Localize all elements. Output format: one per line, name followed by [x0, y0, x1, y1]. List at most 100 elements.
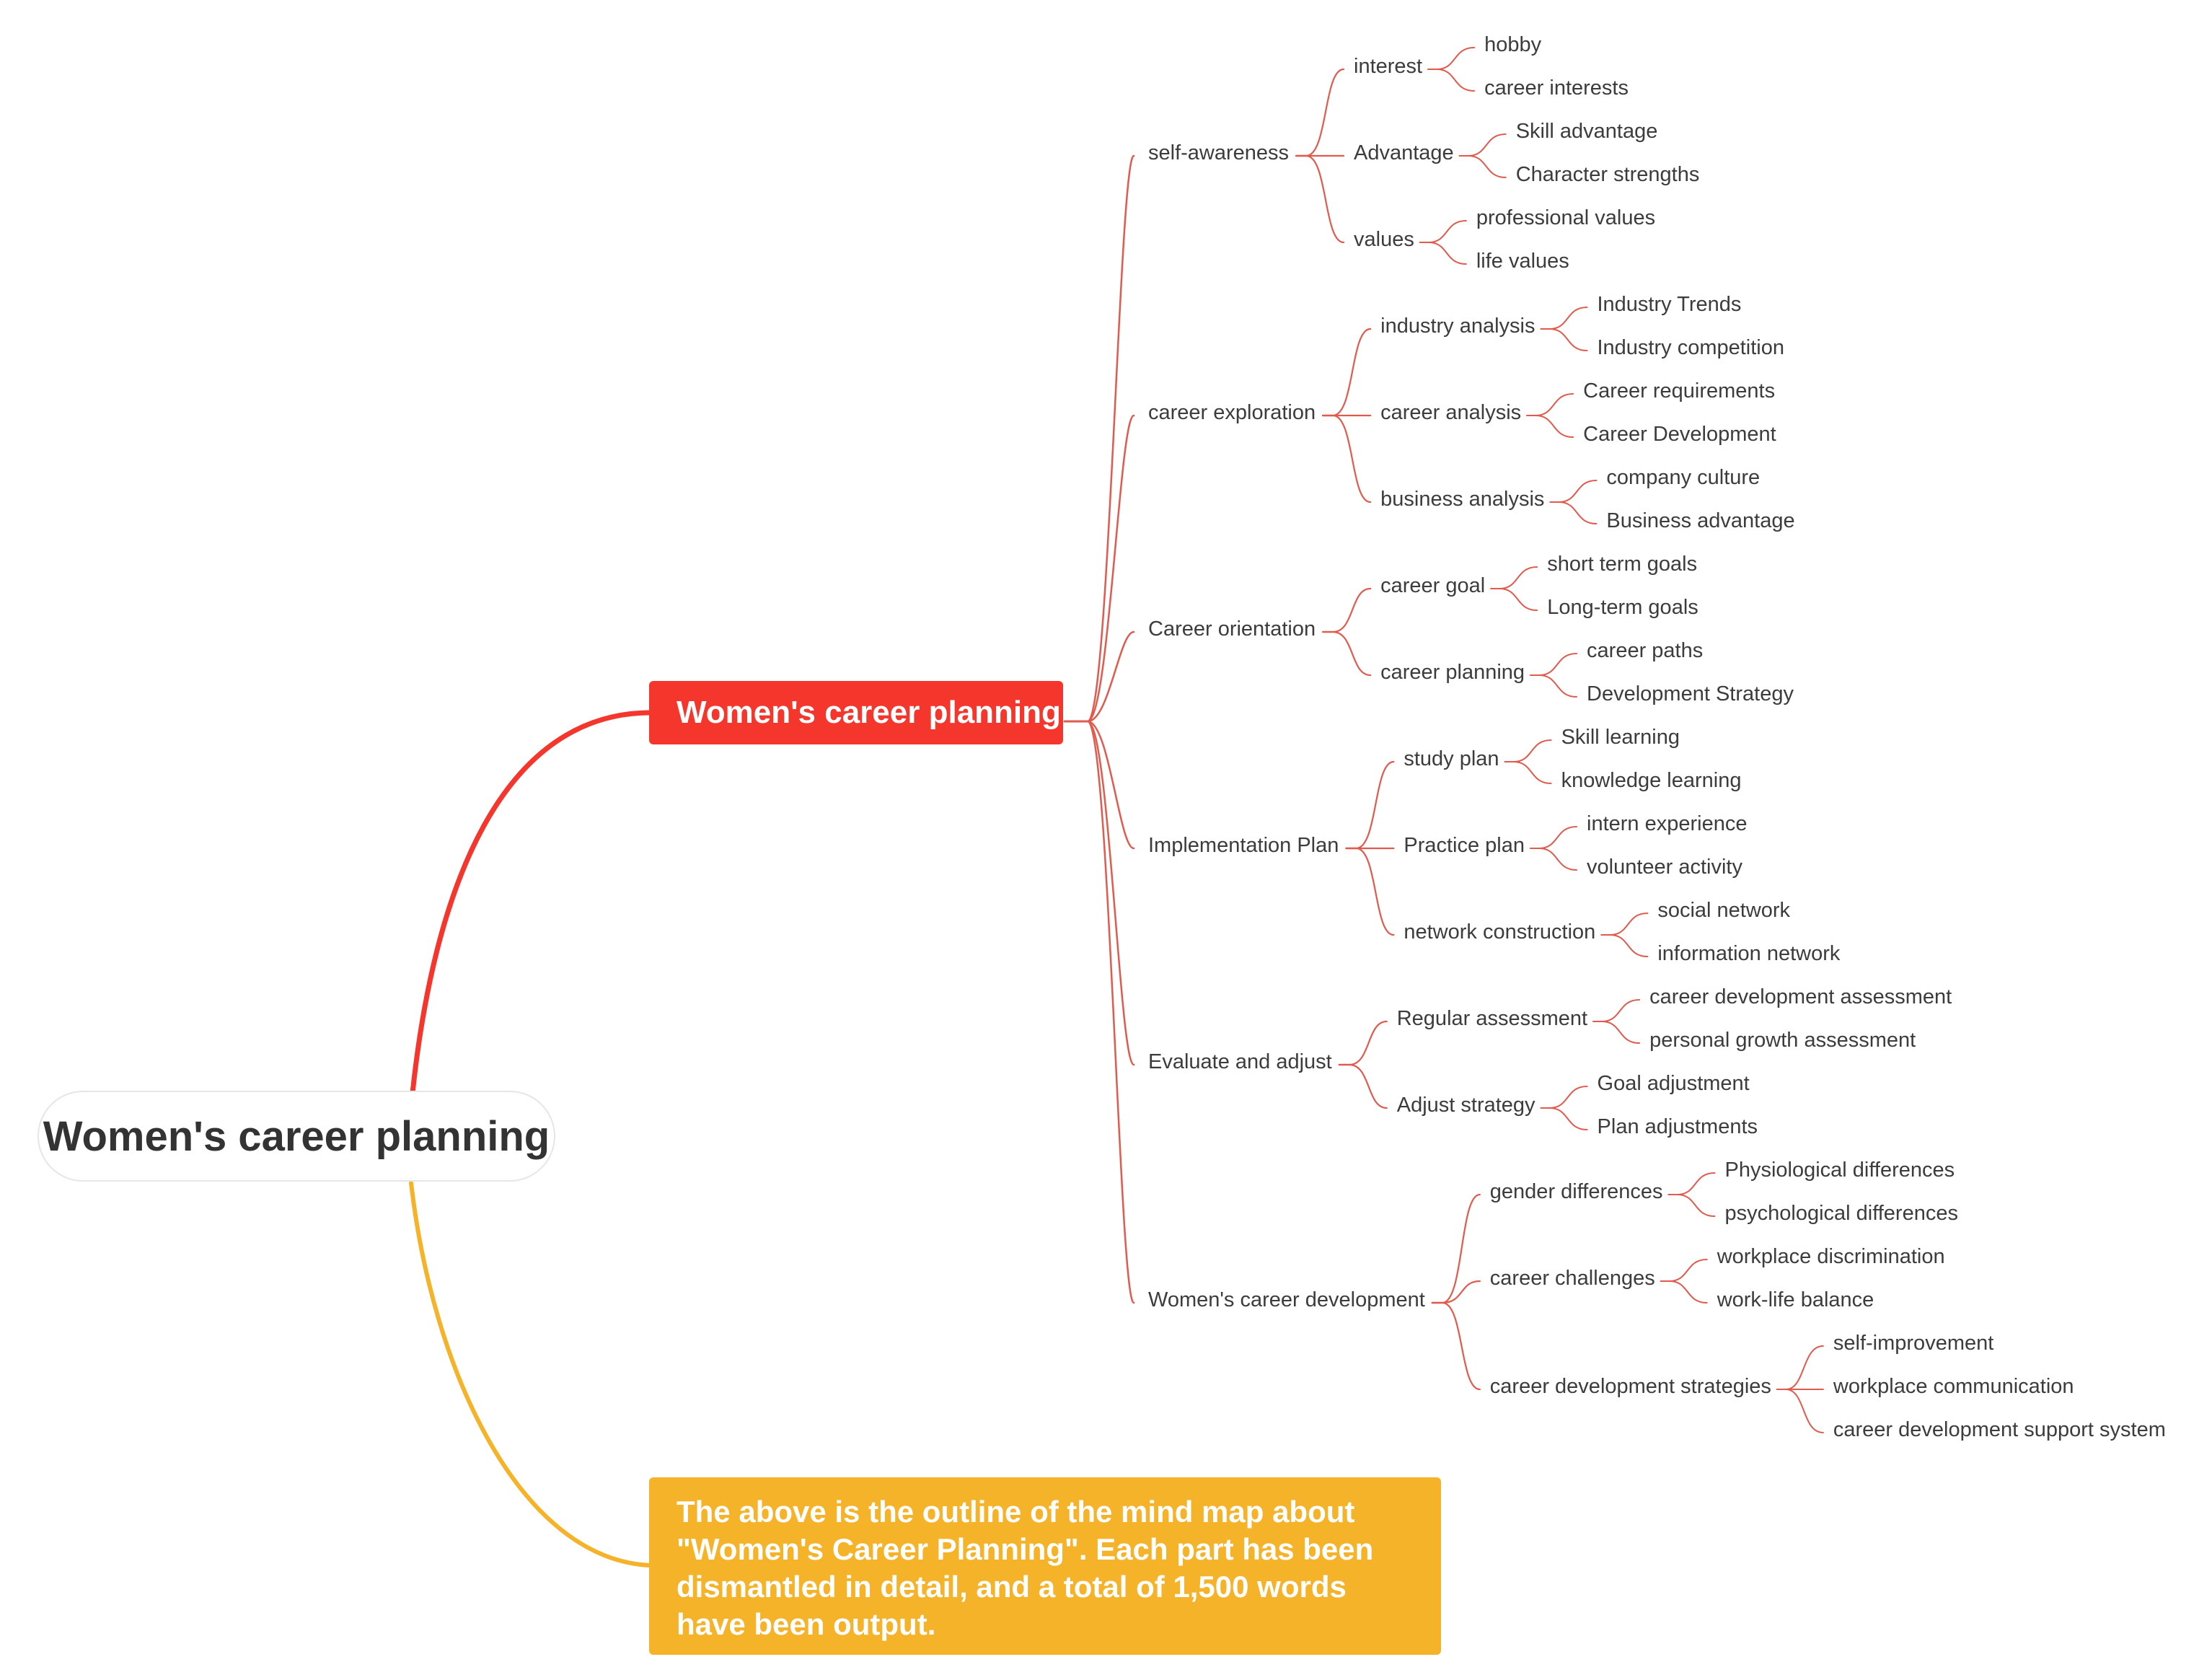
leaf-connector — [1667, 1172, 1716, 1195]
sub-branch-connector — [1431, 1280, 1481, 1304]
leaf-connector — [1530, 674, 1578, 698]
branch-connector — [1063, 720, 1135, 850]
leaf-connector — [1549, 480, 1598, 503]
sub-branch-connector — [1431, 1301, 1481, 1391]
leaf-1-1-1[interactable]: Career Development — [1583, 423, 1776, 446]
central-topic[interactable]: Women's career planning — [38, 1091, 555, 1182]
branch-5[interactable]: Women's career development — [1148, 1288, 1425, 1311]
leaf-0-1-1[interactable]: Character strengths — [1515, 163, 1700, 186]
leaf-connector — [1427, 69, 1476, 92]
sub-branch-connector — [1338, 1020, 1388, 1066]
sub-branch-connector — [1295, 154, 1345, 244]
leaf-2-1-0[interactable]: career paths — [1587, 639, 1704, 662]
branch-3[interactable]: Implementation Plan — [1148, 834, 1339, 857]
sub-branch-connector — [1345, 760, 1395, 850]
subtopic-5-1[interactable]: career challenges — [1489, 1267, 1655, 1290]
subtopic-3-0[interactable]: study plan — [1404, 747, 1499, 770]
main-topic-label: Women's career planning — [677, 695, 1061, 730]
branch-connector — [1063, 630, 1135, 723]
leaf-1-2-1[interactable]: Business advantage — [1606, 509, 1795, 532]
leaf-4-1-0[interactable]: Goal adjustment — [1597, 1072, 1750, 1095]
leaf-5-1-0[interactable]: workplace discrimination — [1717, 1245, 1945, 1268]
leaf-connector — [1530, 653, 1578, 676]
leaf-connector — [1660, 1259, 1708, 1282]
leaf-3-2-1[interactable]: information network — [1657, 942, 1841, 965]
leaf-connector — [1419, 220, 1467, 243]
subtopic-1-1[interactable]: career analysis — [1380, 401, 1522, 424]
leaf-3-1-1[interactable]: volunteer activity — [1587, 856, 1742, 879]
leaf-1-2-0[interactable]: company culture — [1606, 466, 1761, 489]
leaf-4-0-0[interactable]: career development assessment — [1649, 985, 1952, 1008]
subtopic-2-1[interactable]: career planning — [1380, 661, 1525, 684]
main-topic[interactable]: Women's career planning — [649, 681, 1063, 744]
leaf-1-0-1[interactable]: Industry competition — [1597, 336, 1784, 359]
branch-connector — [1063, 720, 1135, 1304]
sub-branch-connector — [1322, 414, 1372, 504]
leaf-2-0-0[interactable]: short term goals — [1547, 553, 1698, 576]
central-topic-label: Women's career planning — [43, 1112, 550, 1160]
leaf-4-1-1[interactable]: Plan adjustments — [1597, 1115, 1758, 1138]
leaf-0-1-0[interactable]: Skill advantage — [1515, 120, 1658, 143]
leaf-0-2-1[interactable]: life values — [1476, 250, 1569, 273]
sub-branch-connector — [1322, 630, 1372, 677]
leaf-connector — [1600, 913, 1649, 936]
leaf-connector — [1667, 1194, 1716, 1217]
sub-branch-connector — [1295, 68, 1345, 157]
leaf-3-0-0[interactable]: Skill learning — [1561, 726, 1680, 749]
branch-4[interactable]: Evaluate and adjust — [1148, 1050, 1332, 1073]
leaf-5-1-1[interactable]: work-life balance — [1717, 1288, 1874, 1311]
leaf-connector — [1592, 1021, 1641, 1044]
subtopic-0-2[interactable]: values — [1354, 228, 1414, 251]
leaf-3-0-1[interactable]: knowledge learning — [1561, 769, 1742, 792]
leaf-connector — [1540, 307, 1588, 330]
leaf-5-0-0[interactable]: Physiological differences — [1724, 1159, 1955, 1182]
summary-note[interactable]: The above is the outline of the mind map… — [649, 1477, 1441, 1655]
subtopic-0-1[interactable]: Advantage — [1354, 141, 1454, 164]
leaf-connector — [1526, 393, 1574, 416]
branch-connector — [1063, 414, 1135, 723]
subtopic-2-0[interactable]: career goal — [1380, 574, 1486, 597]
leaf-connector — [1526, 415, 1574, 438]
leaf-1-0-0[interactable]: Industry Trends — [1597, 293, 1742, 316]
subtopic-3-2[interactable]: network construction — [1404, 920, 1596, 944]
branch-0[interactable]: self-awareness — [1148, 141, 1290, 164]
subtopic-1-0[interactable]: industry analysis — [1380, 315, 1535, 338]
leaf-connector — [1419, 242, 1467, 265]
leaf-2-0-1[interactable]: Long-term goals — [1547, 596, 1698, 619]
branch-2[interactable]: Career orientation — [1148, 617, 1316, 641]
leaf-connector — [1660, 1280, 1708, 1303]
leaf-5-2-1[interactable]: workplace communication — [1833, 1375, 2074, 1398]
leaf-connector — [1458, 133, 1507, 157]
leaf-0-0-1[interactable]: career interests — [1484, 76, 1629, 100]
leaf-connector — [1504, 739, 1552, 762]
leaf-0-2-0[interactable]: professional values — [1476, 206, 1656, 229]
sub-branch-connector — [1431, 1193, 1481, 1304]
leaf-0-0-0[interactable]: hobby — [1484, 33, 1542, 56]
subtopic-1-2[interactable]: business analysis — [1380, 488, 1545, 511]
leaf-connector — [1458, 155, 1507, 178]
root-to-main-connector — [408, 710, 652, 1110]
leaf-3-1-0[interactable]: intern experience — [1587, 812, 1748, 835]
leaf-connector — [1540, 1107, 1588, 1130]
leaf-connector — [1530, 826, 1578, 849]
subtopic-5-2[interactable]: career development strategies — [1489, 1375, 1771, 1398]
branch-1[interactable]: career exploration — [1148, 401, 1316, 424]
leaf-2-1-1[interactable]: Development Strategy — [1587, 682, 1794, 705]
subtopic-0-0[interactable]: interest — [1354, 55, 1423, 78]
leaf-connector — [1427, 47, 1476, 70]
subtopic-3-1[interactable]: Practice plan — [1404, 834, 1525, 857]
subtopic-5-0[interactable]: gender differences — [1489, 1180, 1663, 1203]
leaf-connector — [1540, 328, 1588, 351]
subtopic-4-1[interactable]: Adjust strategy — [1396, 1094, 1535, 1117]
leaf-4-0-1[interactable]: personal growth assessment — [1649, 1029, 1916, 1052]
sub-branch-connector — [1338, 1063, 1388, 1109]
leaf-5-2-0[interactable]: self-improvement — [1833, 1332, 1994, 1355]
sub-branch-connector — [1322, 327, 1372, 417]
leaf-5-0-1[interactable]: psychological differences — [1724, 1202, 1958, 1225]
leaf-3-2-0[interactable]: social network — [1657, 899, 1791, 922]
leaf-5-2-2[interactable]: career development support system — [1833, 1418, 2166, 1441]
leaf-1-1-0[interactable]: Career requirements — [1583, 379, 1776, 403]
subtopic-4-0[interactable]: Regular assessment — [1396, 1007, 1588, 1030]
leaf-connector — [1549, 501, 1598, 524]
